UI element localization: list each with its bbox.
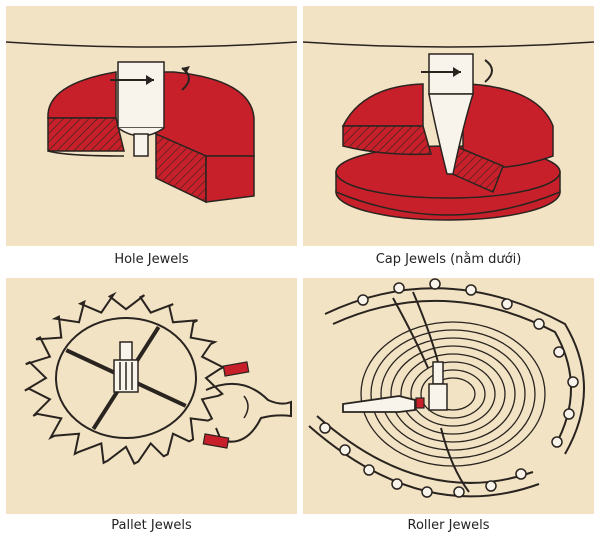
balance-screw	[485, 480, 497, 492]
balance-screw	[363, 464, 375, 476]
hairspring-coil	[370, 329, 536, 459]
balance-screws	[319, 278, 579, 498]
escape-wheel-rim	[55, 317, 197, 439]
balance-screw	[567, 376, 579, 388]
pallet-jewels-label: Pallet Jewels	[111, 518, 192, 533]
balance-screw	[319, 422, 331, 434]
cap-jewel-illustration	[303, 6, 594, 246]
hole-jewels-label: Hole Jewels	[114, 252, 189, 267]
roller-jewel-illustration	[303, 278, 594, 514]
balance-screw	[429, 278, 441, 290]
roller-jewels-label: Roller Jewels	[407, 518, 490, 533]
pallet-jewel-illustration	[6, 278, 297, 514]
hairspring-coil	[400, 353, 506, 435]
hairspring-coil	[390, 345, 516, 443]
balance-screw	[515, 468, 527, 480]
balance-screw	[339, 444, 351, 456]
balance-screw	[533, 318, 545, 330]
hairspring-coil	[380, 337, 526, 451]
hole-jewel-illustration	[6, 6, 297, 246]
hairspring-coil	[410, 361, 496, 427]
balance-screw	[453, 486, 465, 498]
balance-screw	[563, 408, 575, 420]
balance-screw	[421, 486, 433, 498]
balance-screw	[551, 436, 563, 448]
balance-screw	[465, 284, 477, 296]
panel-hole-jewels: Hole Jewels	[6, 6, 297, 272]
balance-screw	[501, 298, 513, 310]
escape-wheel-teeth	[24, 291, 226, 465]
cap-jewels-label: Cap Jewels (nằm dưới)	[375, 252, 522, 267]
panel-roller-jewels: Roller Jewels	[303, 278, 594, 540]
balance-screw	[357, 294, 369, 306]
balance-screw	[391, 478, 403, 490]
balance-screw	[393, 282, 405, 294]
panel-cap-jewels: Cap Jewels (nằm dưới)	[303, 6, 594, 272]
hairspring-coil	[420, 369, 486, 419]
balance-screw	[553, 346, 565, 358]
panel-pallet-jewels: Pallet Jewels	[6, 278, 297, 540]
